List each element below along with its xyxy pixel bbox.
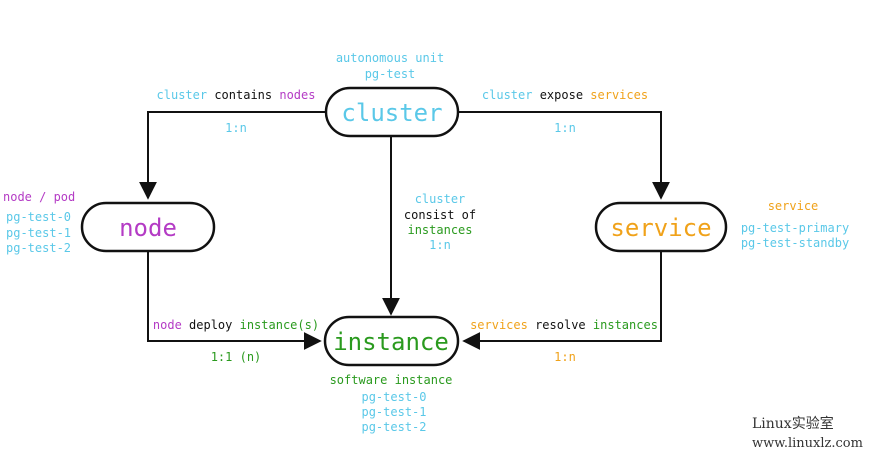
edge-cluster-node [139,111,326,200]
edge-label-word: instances [407,223,472,237]
node-label: node [119,214,177,242]
service-box: service [594,201,728,253]
instance-caption-title: software instance [330,373,453,387]
cardinality-cluster-node: 1:n [225,121,247,135]
cluster-box: cluster [324,86,460,138]
cardinality-node-instance: 1:1 (n) [211,350,262,364]
edge-service-instance [462,252,662,350]
node-caption-title: node / pod [3,190,75,204]
instance-list-item: pg-test-0 [361,390,426,404]
instance-box: instance [323,315,460,367]
cluster-label: cluster [341,99,442,127]
edge-label-cluster-expose-services: cluster expose services [482,88,648,102]
node-box: node [80,201,216,253]
instance-list-item: pg-test-2 [361,420,426,434]
cardinality-cluster-instance: 1:n [429,238,451,252]
service-list: pg-test-primary pg-test-standby [741,221,849,250]
cluster-caption-line2: pg-test [365,67,416,81]
node-list-item: pg-test-0 [6,210,71,224]
service-label: service [610,214,711,242]
edge-label-cluster-contains-nodes: cluster contains nodes [157,88,316,102]
service-list-item: pg-test-primary [741,221,849,235]
edge-cluster-service [458,111,670,200]
watermark-title: Linux实验室 [752,415,834,432]
instance-label: instance [333,328,449,356]
edge-node-instance [147,252,322,350]
node-list-item: pg-test-1 [6,226,71,240]
cluster-caption-line1: autonomous unit [336,51,444,65]
service-list-item: pg-test-standby [741,236,849,250]
edge-label-services-resolve-instances: services resolve instances [470,318,658,332]
service-caption-title: service [768,199,819,213]
cardinality-service-instance: 1:n [554,350,576,364]
edge-label-cluster-consist-of-instances: cluster consist of instances 1:n [404,192,476,252]
edge-label-node-deploy-instances: node deploy instance(s) [153,318,319,332]
node-list-item: pg-test-2 [6,241,71,255]
watermark-url: www.linuxlz.com [752,436,863,450]
cardinality-cluster-service: 1:n [554,121,576,135]
instance-list-item: pg-test-1 [361,405,426,419]
edge-label-word: consist of [404,208,476,222]
node-list: pg-test-0 pg-test-1 pg-test-2 [6,210,71,255]
edge-label-word: cluster [415,192,466,206]
instance-list: pg-test-0 pg-test-1 pg-test-2 [361,390,426,434]
watermark: Linux实验室 www.linuxlz.com [752,415,863,450]
